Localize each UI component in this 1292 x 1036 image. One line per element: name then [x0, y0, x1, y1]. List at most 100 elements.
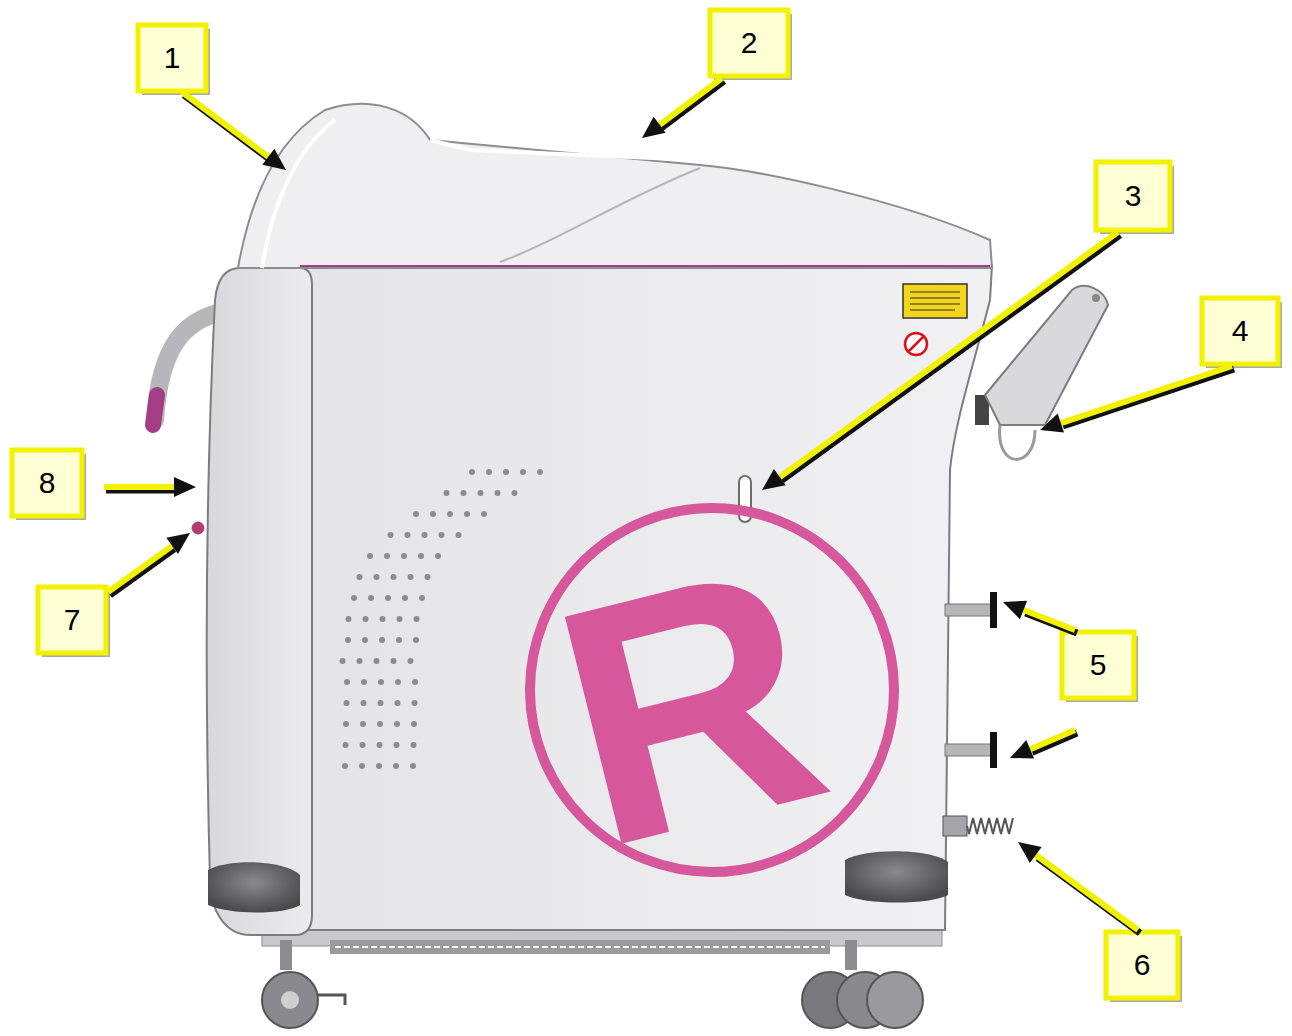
vent-hole — [394, 721, 400, 727]
vent-hole — [374, 658, 380, 664]
vent-hole — [408, 574, 414, 580]
vent-hole — [405, 532, 411, 538]
cabinet — [300, 265, 992, 930]
vent-hole — [469, 469, 475, 475]
vent-hole — [396, 637, 402, 643]
vent-hole — [413, 511, 419, 517]
callout-box — [1202, 298, 1278, 364]
leader-line — [780, 232, 1118, 477]
leader-line — [104, 484, 174, 490]
arrow-head — [174, 477, 196, 497]
vent-hole — [363, 616, 369, 622]
vent-hole — [410, 763, 416, 769]
vent-hole — [376, 763, 382, 769]
leader-line — [1061, 366, 1232, 423]
vent-hole — [377, 721, 383, 727]
vent-hole — [486, 469, 492, 475]
vent-hole — [361, 700, 367, 706]
vent-hole — [495, 490, 501, 496]
arrow-head — [762, 469, 786, 490]
vent-hole — [397, 616, 403, 622]
leader-line — [108, 546, 172, 592]
warning-label — [903, 284, 967, 318]
vent-hole — [422, 532, 428, 538]
vent-hole — [439, 532, 445, 538]
callout-box — [710, 10, 788, 76]
vent-hole — [478, 490, 484, 496]
leader-line — [1036, 855, 1138, 930]
vent-hole — [430, 511, 436, 517]
vent-hole — [418, 553, 424, 559]
vent-hole — [380, 616, 386, 622]
vent-hole — [394, 742, 400, 748]
vent-hole — [413, 637, 419, 643]
vent-hole — [411, 742, 417, 748]
vent-hole — [414, 616, 420, 622]
arrow-head — [1040, 414, 1064, 433]
vent-hole — [367, 553, 373, 559]
top-cover — [238, 104, 992, 268]
callout-box — [12, 450, 82, 516]
vent-hole — [402, 595, 408, 601]
callouts — [12, 10, 1282, 1002]
callout-number: 1 — [164, 43, 181, 73]
leader-line — [1024, 610, 1075, 630]
vent-hole — [411, 721, 417, 727]
callout-number: 5 — [1090, 650, 1107, 680]
vent-hole — [512, 490, 518, 496]
vent-hole — [343, 742, 349, 748]
vent-hole — [395, 679, 401, 685]
vent-hole — [357, 574, 363, 580]
arrow-head — [1018, 842, 1042, 863]
leader-shadow — [782, 235, 1120, 480]
vent-hole — [401, 553, 407, 559]
front-panel — [207, 268, 312, 935]
vent-hole — [361, 679, 367, 685]
vent-hole — [408, 658, 414, 664]
vent-holes — [340, 469, 544, 769]
vent-hole — [378, 679, 384, 685]
callout-number: 3 — [1125, 181, 1142, 211]
warning-symbol — [905, 333, 927, 355]
vent-hole — [346, 616, 352, 622]
callout-number: 8 — [39, 468, 56, 498]
vent-hole — [368, 595, 374, 601]
callout-number: 2 — [741, 28, 758, 58]
arrow-head — [1010, 740, 1034, 758]
arrow-head — [262, 149, 286, 170]
callout-number: 7 — [64, 605, 81, 635]
vent-hole — [520, 469, 526, 475]
vent-hole — [374, 574, 380, 580]
vent-hole — [340, 658, 346, 664]
vent-hole — [435, 553, 441, 559]
callout-box — [138, 25, 206, 91]
vent-hole — [377, 742, 383, 748]
vent-hole — [461, 490, 467, 496]
vent-hole — [384, 553, 390, 559]
vent-hole — [359, 763, 365, 769]
handpiece-holder — [975, 286, 1108, 459]
cart-base — [262, 928, 942, 1028]
callout-number: 4 — [1232, 316, 1249, 346]
vent-hole — [379, 637, 385, 643]
callout-box — [1096, 162, 1170, 230]
vent-hole — [444, 490, 450, 496]
hose-connectors — [945, 592, 997, 768]
vent-hole — [391, 658, 397, 664]
leader-line — [1030, 730, 1075, 749]
leader-line — [182, 92, 268, 157]
vent-hole — [388, 532, 394, 538]
cable-strain-relief — [943, 816, 1013, 836]
vent-hole — [395, 700, 401, 706]
vent-hole — [362, 637, 368, 643]
leader-shadow — [1063, 369, 1234, 426]
vent-hole — [360, 721, 366, 727]
vent-hole — [447, 511, 453, 517]
vent-hole — [351, 595, 357, 601]
vent-hole — [360, 742, 366, 748]
handle-grip — [153, 395, 157, 425]
vent-hole — [357, 658, 363, 664]
callout-number: 6 — [1134, 950, 1151, 980]
arrow-head — [166, 533, 190, 554]
emergency-button — [192, 522, 204, 534]
